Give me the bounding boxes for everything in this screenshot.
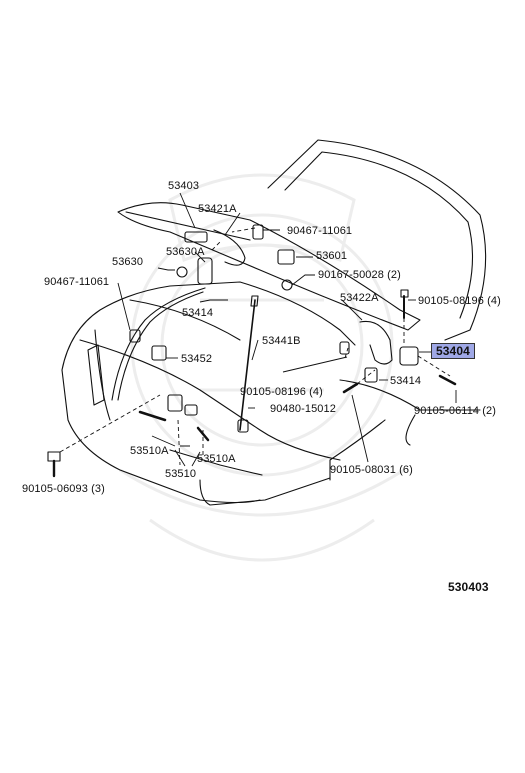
hood-stay-rod [239,299,256,431]
windshield-outline [267,139,487,341]
label-53601: 53601 [316,250,348,262]
label-53422a: 53422A [340,292,379,304]
hood-panel [117,202,421,331]
label-53403: 53403 [168,180,200,192]
windshield-inner [284,151,474,319]
fender-outline [329,379,481,481]
label-53441b: 53441B [262,335,301,347]
label-90467-11061-left: 90467-11061 [44,276,110,288]
label-90105-08196-mid: 90105-08196 (4) [240,386,323,398]
label-53510a-left: 53510A [130,445,169,457]
label-90105-06114: 90105-06114 (2) [414,405,497,417]
label-53414-left: 53414 [182,307,214,319]
label-53510a-right: 53510A [197,453,236,465]
label-90467-11061-top: 90467-11061 [287,225,353,237]
label-53421a: 53421A [198,203,237,215]
body-front-outline [61,281,356,371]
watermark-emblem [119,173,405,562]
label-53414-right: 53414 [390,375,422,387]
label-90167-50028: 90167-50028 (2) [318,269,401,281]
label-53404-highlighted[interactable]: 53404 [431,343,475,359]
label-53630a: 53630A [166,246,205,258]
release-cable [111,287,206,401]
label-53510: 53510 [165,468,197,480]
label-90480-15012: 90480-15012 [270,403,336,415]
label-53630: 53630 [112,256,144,268]
label-53452: 53452 [181,353,213,365]
figure-code: 530403 [448,580,489,594]
label-90105-08196-top: 90105-08196 (4) [418,295,501,307]
label-90105-08031: 90105-08031 (6) [330,464,413,476]
hood-hinge [359,320,393,365]
label-90105-06093: 90105-06093 (3) [22,483,105,495]
